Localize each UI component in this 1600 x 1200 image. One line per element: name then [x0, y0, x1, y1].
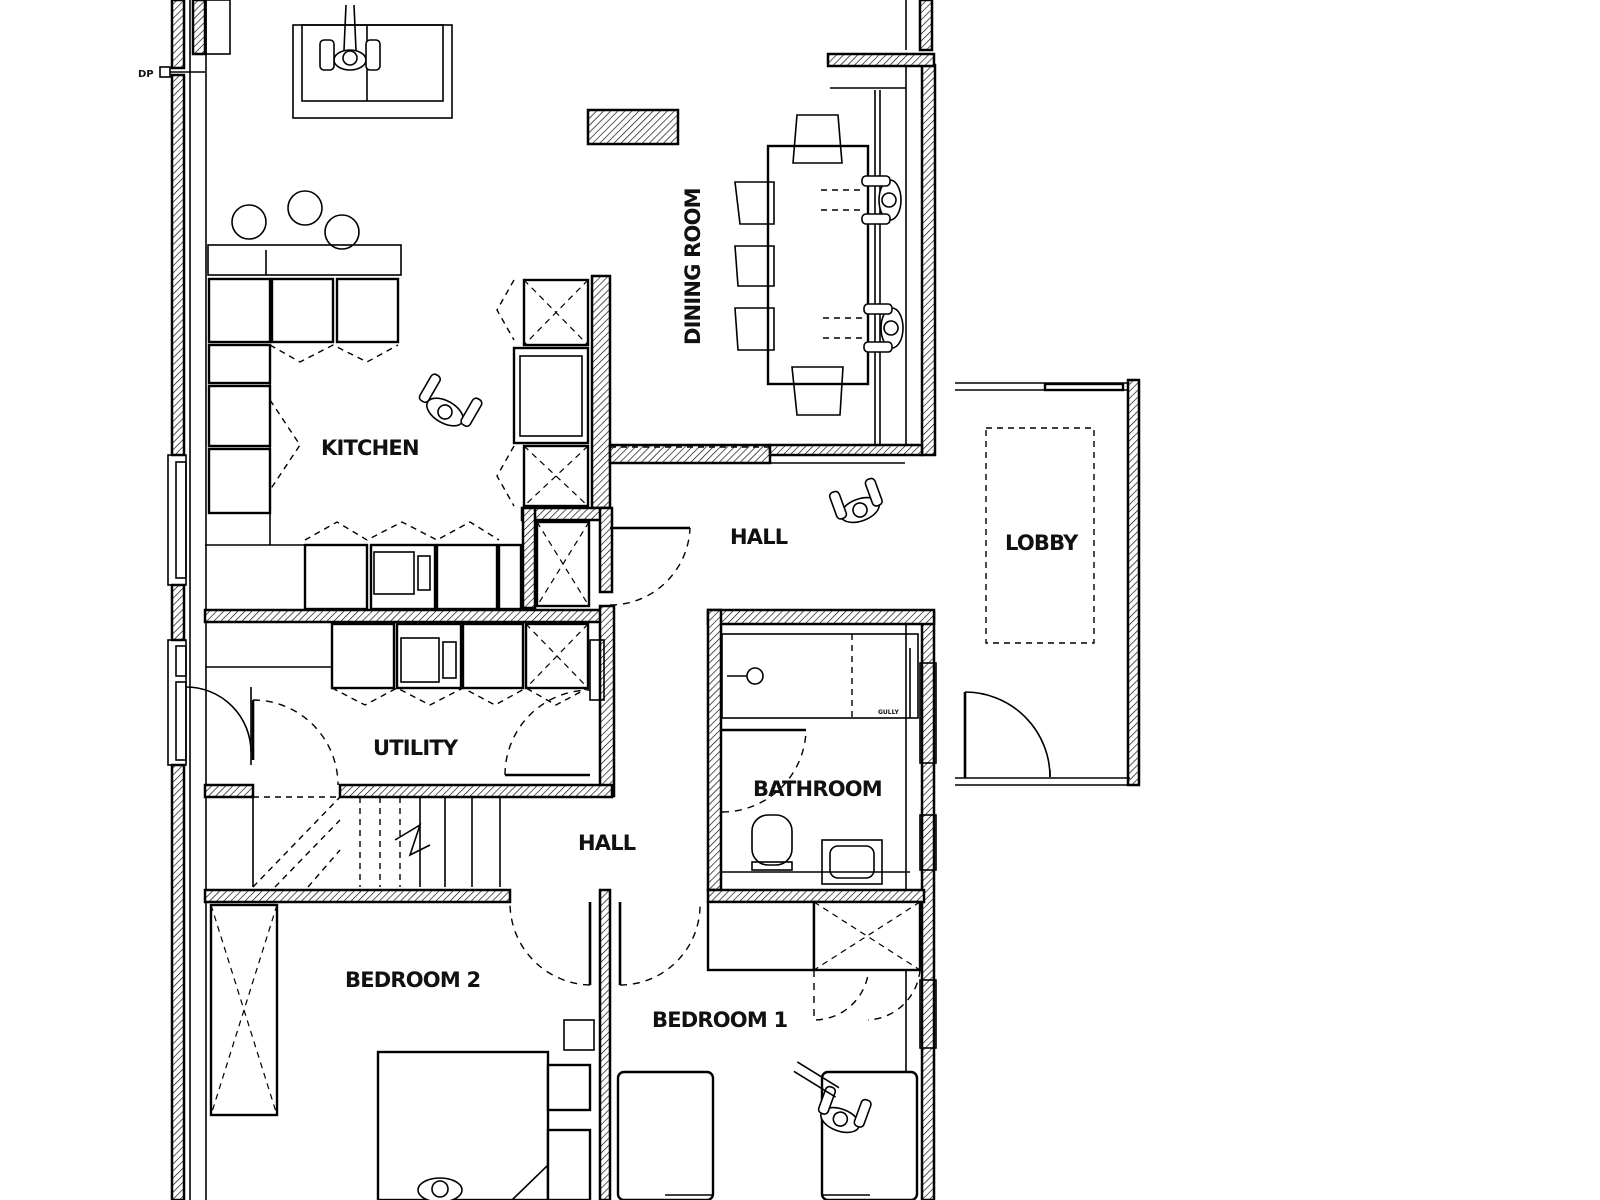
gully-label: GULLY: [878, 709, 900, 716]
internal-walls: [191, 0, 936, 1200]
room-label-bedroom-1: BEDROOM 1: [652, 1008, 787, 1032]
person-icon: [319, 4, 381, 71]
bedroom-2-fittings: [209, 901, 595, 1200]
hall-lobby-fittings: [609, 427, 1129, 778]
bathroom-fittings: GULLY: [721, 633, 919, 885]
kitchen-fittings: [205, 190, 591, 611]
room-label-kitchen: KITCHEN: [321, 436, 419, 460]
room-label-hall-lower: HALL: [578, 831, 636, 855]
bar-stool: [324, 214, 360, 250]
person-icon: [828, 477, 883, 524]
bar-stool: [231, 204, 267, 240]
room-label-bedroom-2: BEDROOM 2: [345, 968, 480, 992]
bar-stool: [287, 190, 323, 226]
room-label-lobby: LOBBY: [1005, 531, 1079, 555]
top-room-fittings: [292, 24, 453, 119]
person-icon: [417, 1177, 463, 1200]
person-icon: [820, 175, 902, 225]
room-label-utility: UTILITY: [373, 736, 459, 760]
dining-fittings: [610, 87, 906, 464]
room-label-hall-upper: HALL: [730, 525, 788, 549]
room-label-dining-room: DINING ROOM: [681, 188, 705, 345]
bedroom-1-fittings: [616, 900, 922, 1200]
utility-fittings: [185, 622, 591, 786]
downpipe-label: DP: [138, 69, 154, 80]
room-label-bathroom: BATHROOM: [753, 777, 882, 801]
person-icon: [418, 373, 483, 428]
person-icon: [793, 1061, 872, 1134]
windows: [167, 0, 937, 1049]
stairs: [252, 796, 501, 888]
room-labels: KITCHEN DINING ROOM HALL LOBBY UTILITY B…: [321, 188, 1080, 1032]
person-icon: [822, 303, 904, 353]
person-figures: [319, 4, 904, 1200]
shower-icon: [746, 667, 764, 685]
downpipe-marker: DP: [138, 66, 205, 80]
